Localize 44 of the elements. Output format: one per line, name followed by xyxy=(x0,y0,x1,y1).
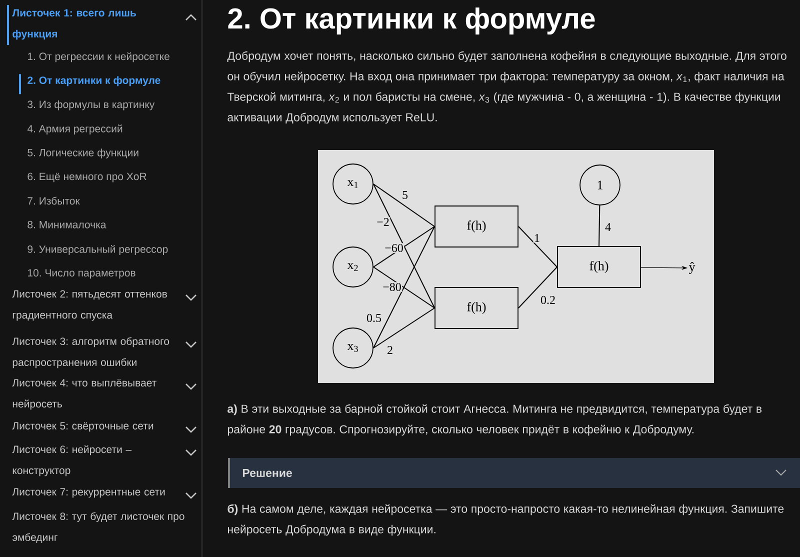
sidebar-link: 5. Логические функции xyxy=(28,148,138,158)
sidebar-link: 3. Из формулы в картинку xyxy=(28,100,155,110)
sidebar-link: Листочек 8: тут будет листочек про эмбединг xyxy=(12,512,184,543)
connection-line xyxy=(518,226,558,268)
sidebar-link: Листочек 1: всего лишь функция xyxy=(12,9,136,40)
sidebar-link: 6. Ещё немного про XoR xyxy=(28,172,146,182)
sidebar-link: Листочек 5: свёрточные сети xyxy=(12,422,154,432)
neuron-box: f(h) xyxy=(434,287,518,329)
sidebar-link: 4. Армия регрессий xyxy=(27,124,122,134)
connection-line xyxy=(372,184,436,227)
edge-label: −80 xyxy=(382,282,402,292)
edge-label: 1 xyxy=(533,233,541,243)
connection-line xyxy=(372,266,436,308)
sidebar-link: 2. От картинки к формуле xyxy=(28,76,160,86)
connection-line xyxy=(598,204,600,247)
sidebar-link: Листочек 4: что выплёвывает нейросеть xyxy=(12,379,156,410)
connection-line xyxy=(372,184,436,308)
sidebar-link: Листочек 2: пятьдесят оттенков градиентного спуска xyxy=(12,290,167,321)
sidebar-link: Листочек 3: алгоритм обратного распространения ошибки xyxy=(12,337,170,368)
sidebar-link: 8. Минималочка xyxy=(28,220,106,228)
section-heading: 2. От картинки к формуле xyxy=(228,7,595,35)
connection-line xyxy=(372,226,436,348)
sidebar-link: Листочек 6: нейросети – конструктор xyxy=(12,445,132,476)
edge-label: −2 xyxy=(376,217,390,227)
sidebar-link: 9. Универсальный регрессор xyxy=(28,245,168,255)
sidebar-link: 1. От регрессии к нейросетке xyxy=(28,52,170,62)
neuron-box: f(h) xyxy=(557,246,641,288)
output-label: ŷ xyxy=(688,262,696,274)
edge-label: 5 xyxy=(401,190,409,200)
connection-line xyxy=(372,226,436,268)
paragraph: Добродум хочет понять, насколько сильно будет заполнена кофейня в следующие выходные. Для этого он обучил нейросетку. На вход она принимает три фактора: температуру за окном, x$_{1}$, факт наличия на Тверской митинга, x$_{2}$ и пол баристы на смене, x$_{3}$ (где мужчина - 0, а женщина - 1). В качестве функции активации Добродум использует ReLU. xyxy=(227,51,786,124)
paragraph: а) В эти выходные за барной стойкой стоит Агнесса. Митинга не предвидится, температура будет в районе 20 градусов. Спрогнозируйте, сколько человек придёт в кофейню к Добродуму. xyxy=(228,404,762,436)
connection-line xyxy=(372,308,436,348)
collapsible-header: Решение xyxy=(228,458,800,488)
sidebar-link: 7. Избыток xyxy=(28,196,80,205)
edge-label: 2 xyxy=(386,345,394,355)
sidebar-link: Листочек 7: рекуррентные сети xyxy=(12,488,165,498)
edge-label: −60 xyxy=(384,243,404,253)
edge-label: 0.5 xyxy=(366,313,382,323)
paragraph: б) На самом деле, каждая нейросетка — это просто-напросто какая-то нелинейная функция. Запишите нейросеть Добродума в виде функции. xyxy=(228,504,784,536)
edge-label: 0.2 xyxy=(540,295,556,305)
sidebar-link: 10. Число параметров xyxy=(28,269,136,279)
connection-line xyxy=(518,266,558,308)
neuron-box: f(h) xyxy=(434,206,518,248)
